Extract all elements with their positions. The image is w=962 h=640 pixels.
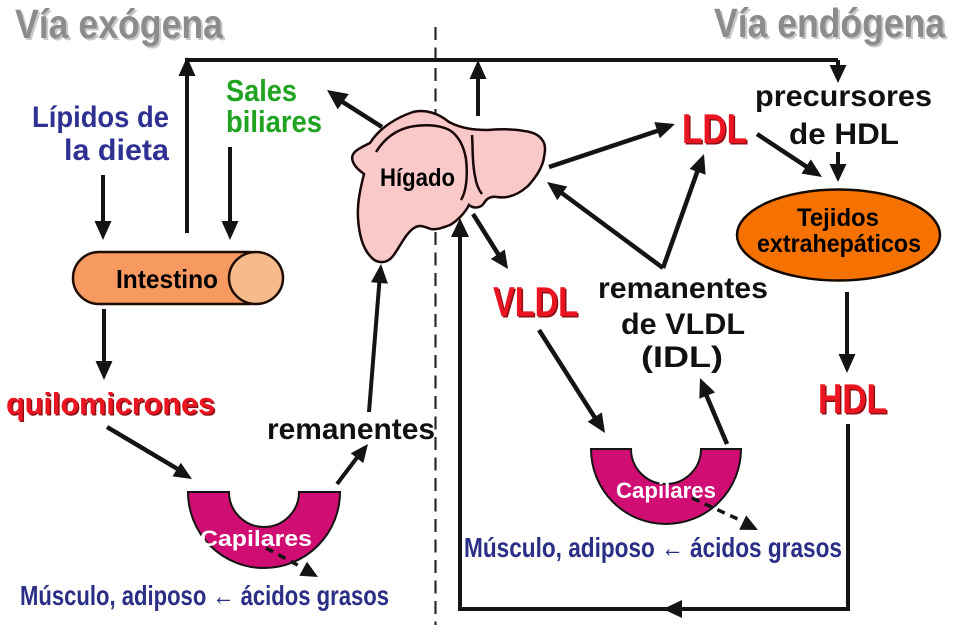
svg-text:(IDL): (IDL) [641, 341, 723, 374]
svg-text:precursores: precursores [755, 80, 932, 113]
svg-text:de VLDL: de VLDL [621, 308, 745, 341]
svg-text:Intestino: Intestino [116, 264, 218, 294]
svg-text:Vía exógena: Vía exógena [17, 3, 226, 49]
svg-text:HDL: HDL [818, 375, 887, 422]
svg-text:Sales: Sales [226, 73, 297, 108]
svg-text:la dieta: la dieta [64, 134, 169, 167]
svg-text:LDL: LDL [682, 105, 747, 152]
svg-text:quilomicrones: quilomicrones [8, 388, 217, 423]
svg-text:Músculo, adiposo ← ácidos gras: Músculo, adiposo ← ácidos grasos [464, 532, 842, 563]
svg-text:Capilares: Capilares [200, 526, 312, 551]
svg-text:remanentes: remanentes [598, 272, 768, 305]
svg-text:Vía exógena: Vía exógena [15, 1, 224, 47]
svg-text:quilomicrones: quilomicrones [6, 386, 215, 421]
svg-text:Capilares: Capilares [616, 478, 716, 503]
svg-text:Tejidos: Tejidos [797, 204, 879, 232]
svg-text:VLDL: VLDL [493, 278, 578, 325]
svg-text:extrahepáticos: extrahepáticos [757, 230, 921, 258]
svg-text:Hígado: Hígado [380, 164, 455, 192]
svg-text:de HDL: de HDL [789, 118, 899, 151]
svg-text:Vía endógena: Vía endógena [714, 0, 946, 46]
svg-text:LDL: LDL [684, 107, 749, 154]
svg-text:VLDL: VLDL [495, 280, 580, 327]
svg-text:biliares: biliares [226, 104, 322, 139]
svg-text:remanentes: remanentes [267, 413, 435, 446]
svg-text:HDL: HDL [820, 377, 889, 424]
svg-text:Lípidos de: Lípidos de [32, 101, 169, 134]
svg-text:Músculo, adiposo ← ácidos gras: Músculo, adiposo ← ácidos grasos [20, 580, 389, 611]
svg-text:Vía endógena: Vía endógena [716, 2, 948, 48]
